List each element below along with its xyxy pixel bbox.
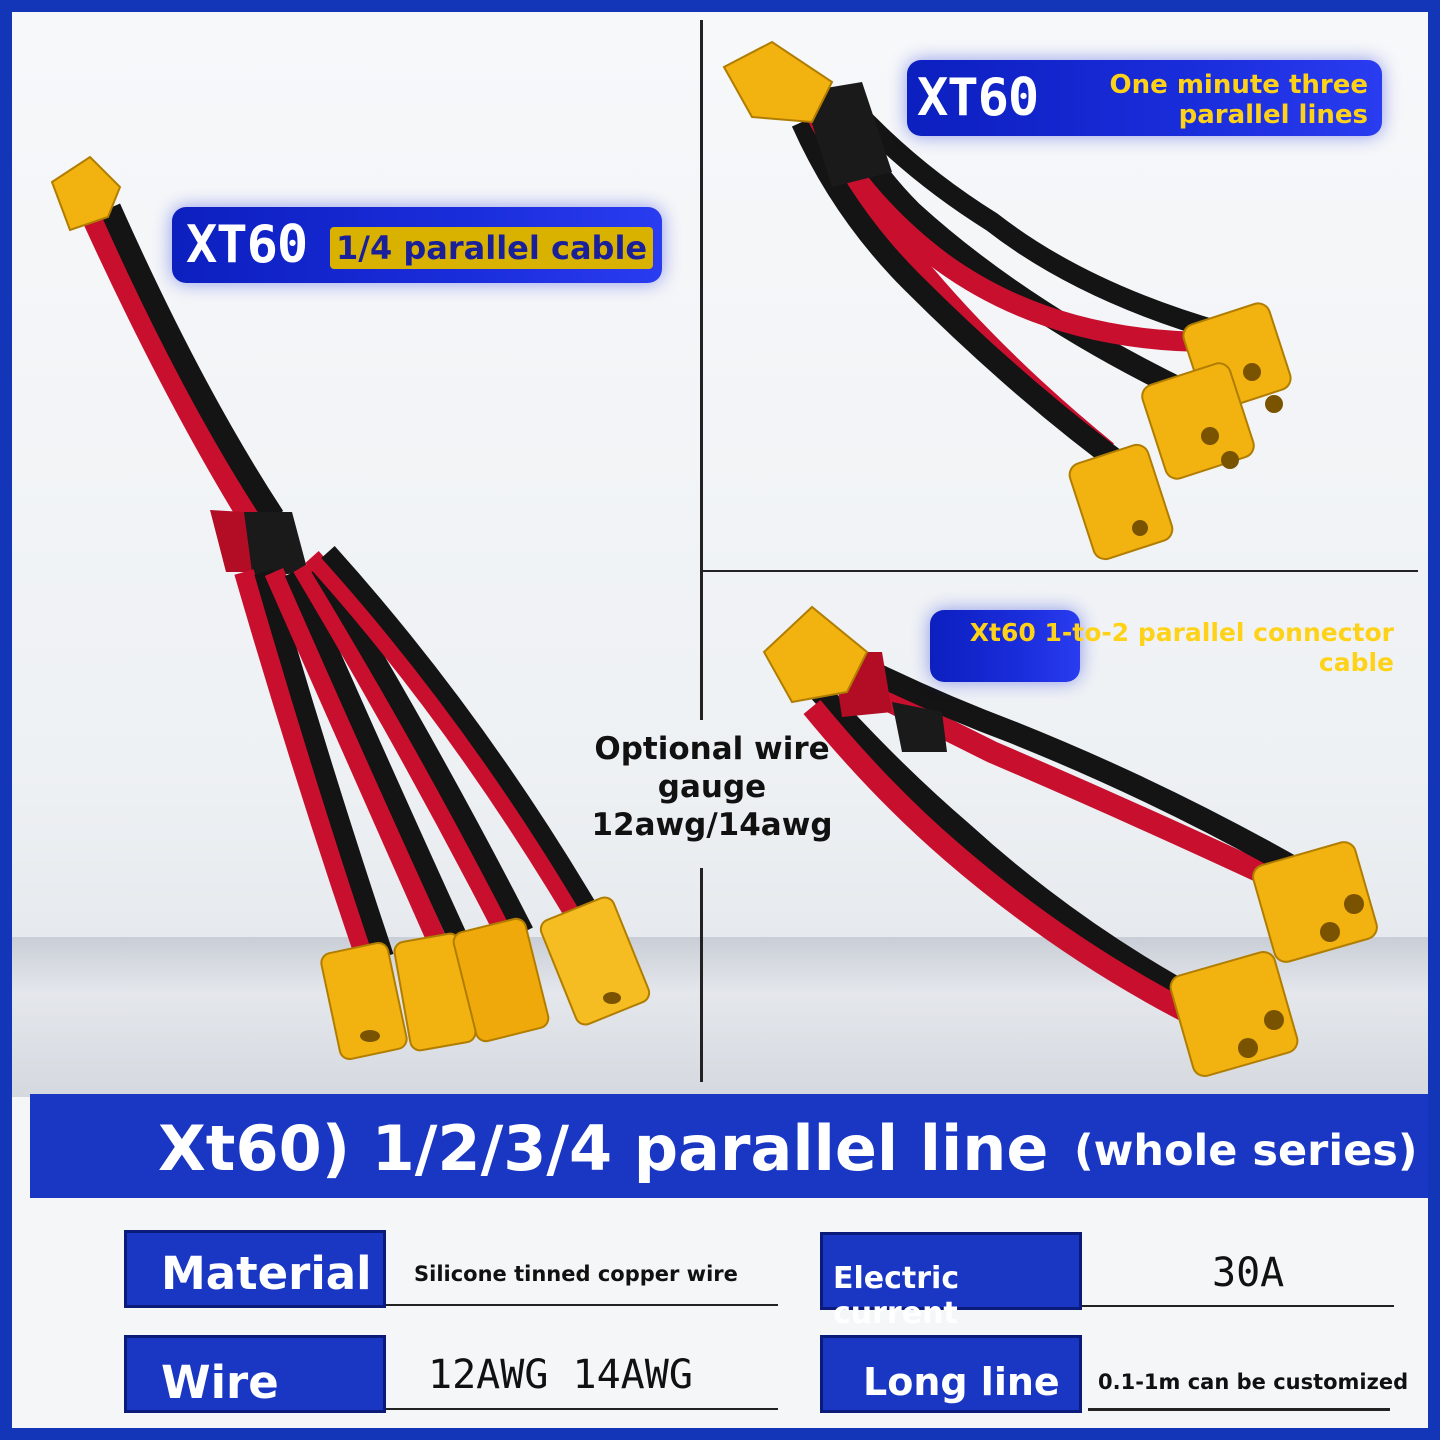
two-way-caption-line2: cable <box>1318 648 1394 677</box>
length-label-text: Long line <box>863 1360 1060 1404</box>
material-value: Silicone tinned copper wire <box>414 1262 738 1286</box>
three-way-caption-line2: parallel lines <box>1178 100 1368 130</box>
two-way-caption-line1: Xt60 1-to-2 parallel connector <box>969 618 1394 647</box>
four-way-caption: XT60 1/4 parallel cable <box>172 207 662 283</box>
four-way-brand: XT60 <box>186 215 308 275</box>
banner-title: Xt60) 1/2/3/4 parallel line <box>158 1112 1049 1185</box>
wire-gauge-line1: Optional wire <box>594 731 830 767</box>
wire-underline <box>386 1408 778 1410</box>
panel-divider-vertical-top <box>700 20 703 720</box>
four-way-cable <box>50 155 651 1061</box>
panel-divider-vertical-bottom <box>700 868 703 1082</box>
current-value: 30A <box>1212 1250 1285 1296</box>
wire-gauge-line2: gauge <box>657 769 767 805</box>
wire-gauge-note: Optional wire gauge 12awg/14awg <box>567 730 857 844</box>
three-way-brand: XT60 <box>917 68 1039 128</box>
material-label-text: Material <box>161 1247 372 1300</box>
current-underline <box>1082 1305 1394 1307</box>
series-banner: Xt60) 1/2/3/4 parallel line (whole serie… <box>30 1094 1428 1198</box>
three-way-cable <box>722 40 1292 561</box>
three-way-caption-line1: One minute three <box>1109 70 1368 100</box>
cable-illustrations <box>50 40 1378 1078</box>
wire-value: 12AWG 14AWG <box>428 1352 693 1398</box>
material-label: Material <box>124 1230 386 1308</box>
banner-suffix: (whole series) <box>1074 1126 1418 1176</box>
length-label: Long line <box>820 1335 1082 1413</box>
two-way-cable <box>762 605 1378 1078</box>
xt60-male-head <box>50 155 122 232</box>
current-label-text: Electric current <box>833 1261 960 1331</box>
panel-divider-horizontal <box>702 570 1418 572</box>
length-underline <box>1088 1408 1390 1411</box>
three-way-caption: XT60 One minute three parallel lines <box>907 60 1382 136</box>
current-label: Electric current <box>820 1232 1082 1331</box>
wire-gauge-line3: 12awg/14awg <box>591 807 833 843</box>
product-image: XT60 1/4 parallel cable XT60 One minute … <box>12 12 1428 1428</box>
wire-label: Wire <box>124 1335 386 1413</box>
four-way-caption-text: 1/4 parallel cable <box>330 227 654 269</box>
material-underline <box>386 1304 778 1306</box>
length-value: 0.1-1m can be customized <box>1098 1370 1409 1394</box>
wire-label-text: Wire <box>161 1356 279 1409</box>
two-way-caption <box>930 610 1080 682</box>
